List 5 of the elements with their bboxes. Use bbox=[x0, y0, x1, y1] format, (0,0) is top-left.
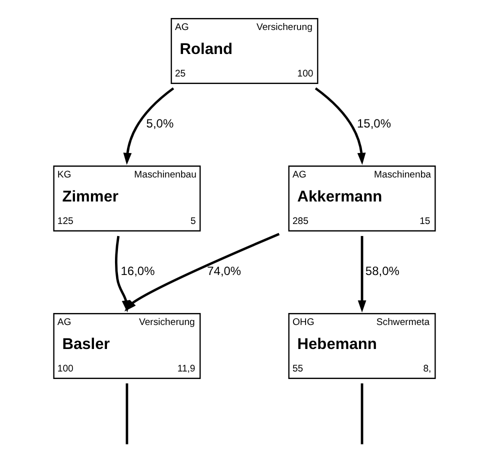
edge-label: 5,0% bbox=[146, 116, 174, 130]
edge-label: 16,0% bbox=[120, 264, 154, 278]
edge-label: 74,0% bbox=[206, 264, 241, 278]
edge-label: 15,0% bbox=[356, 116, 391, 130]
edge-label: 58,0% bbox=[364, 264, 399, 278]
